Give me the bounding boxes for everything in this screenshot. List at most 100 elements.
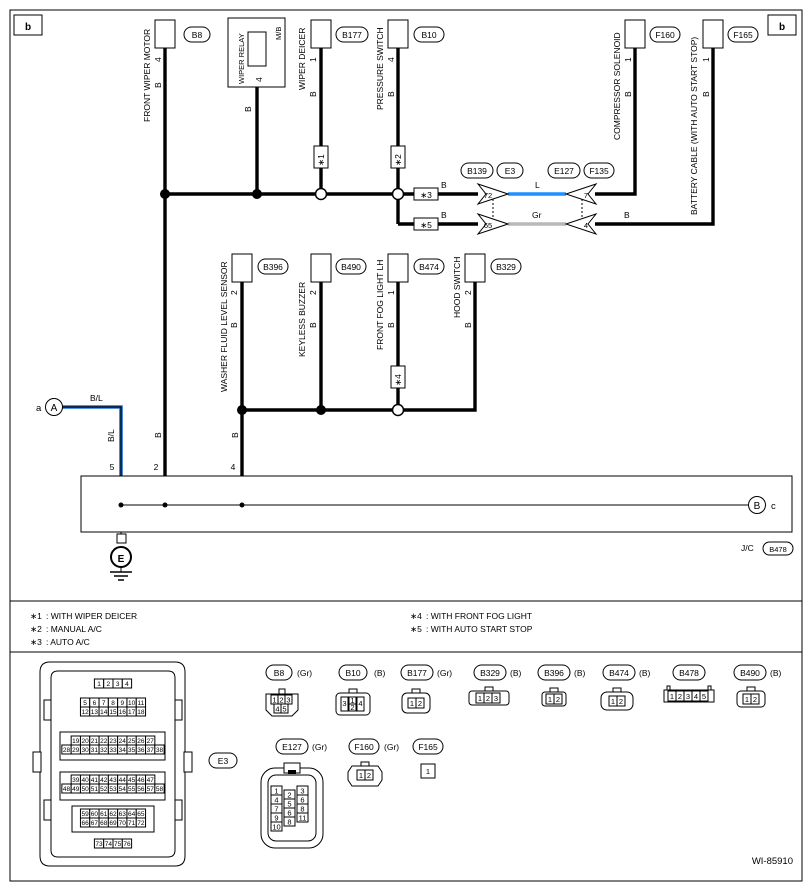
ground-symbol: E <box>110 533 132 581</box>
svg-text:5: 5 <box>702 692 706 701</box>
e3-pin-label: 58 <box>156 786 164 793</box>
svg-text:8: 8 <box>287 818 291 827</box>
e3-pin-label: 26 <box>137 738 145 745</box>
e3-pin-label: 40 <box>81 777 89 784</box>
wire-compressor-solenoid <box>595 48 637 196</box>
tag-5 <box>413 217 439 231</box>
figure-id: WI-85910 <box>752 856 793 867</box>
svg-text:(Gr): (Gr) <box>384 742 399 752</box>
e3-pin-label: 17 <box>128 709 136 716</box>
svg-text:1: 1 <box>274 787 278 796</box>
svg-text:1: 1 <box>359 771 363 780</box>
e3-pin-label: 41 <box>91 777 99 784</box>
svg-text:B139: B139 <box>467 166 487 176</box>
conn-view-B177: B177 (Gr) 1 2 <box>400 664 452 714</box>
note-mark-4: ∗4 <box>410 611 422 621</box>
svg-text:1: 1 <box>272 696 276 705</box>
wire-battery-cable <box>595 48 715 226</box>
e3-pin-label: 22 <box>100 738 108 745</box>
corner-label-right: b <box>767 14 797 36</box>
svg-text:4: 4 <box>358 699 362 708</box>
svg-text:COMPRESSOR SOLENOID: COMPRESSOR SOLENOID <box>612 32 622 140</box>
svg-text:∗1: ∗1 <box>316 154 326 166</box>
svg-text:3: 3 <box>686 692 690 701</box>
svg-text:F165: F165 <box>733 30 753 40</box>
svg-text:2: 2 <box>287 791 291 800</box>
tag-3 <box>413 187 439 201</box>
e3-pin-label: 42 <box>100 777 108 784</box>
svg-text:(Gr): (Gr) <box>297 668 312 678</box>
joint-connector: 5 2 4 B c J/C B478 <box>80 462 794 556</box>
svg-text:11: 11 <box>299 814 307 823</box>
e3-pin-label: 4 <box>125 681 129 688</box>
svg-text:B: B <box>441 180 447 190</box>
svg-text:F165: F165 <box>418 742 438 752</box>
svg-text:E127: E127 <box>282 742 302 752</box>
svg-text:3: 3 <box>494 694 498 703</box>
svg-text:WIPER DEICER: WIPER DEICER <box>297 28 307 90</box>
svg-text:∗2: ∗2 <box>393 154 403 166</box>
conn-view-F160: F160 (Gr) 1 2 <box>347 738 399 787</box>
e3-pin-label: 47 <box>147 777 155 784</box>
svg-text:5: 5 <box>282 705 286 714</box>
wire-BL-inner <box>62 406 122 504</box>
e3-pin-label: 59 <box>81 811 89 818</box>
svg-text:∗4: ∗4 <box>393 374 403 386</box>
svg-text:B: B <box>153 82 163 88</box>
svg-text:B329: B329 <box>496 262 516 272</box>
component-hood-switch: B329 HOOD SWITCH 2 B <box>452 253 522 328</box>
svg-text:2: 2 <box>619 697 623 706</box>
e3-label-tag <box>208 752 238 769</box>
svg-text:B: B <box>623 91 633 97</box>
e3-pin-cell <box>154 783 165 794</box>
svg-text:B8: B8 <box>192 30 203 40</box>
tag-B139 <box>460 162 494 179</box>
component-battery-cable: F165 BATTERY CABLE (WITH AUTO START STOP… <box>689 19 759 215</box>
svg-text:B10: B10 <box>345 668 360 678</box>
note-text-5: : WITH AUTO START STOP <box>426 624 533 634</box>
e3-pin-label: 52 <box>100 786 108 793</box>
component-front-fog-light-lh: B474 FRONT FOG LIGHT LH 1 B <box>375 253 445 350</box>
e3-pin-label: 67 <box>91 820 99 827</box>
e3-pin-label: 68 <box>100 820 108 827</box>
svg-text:M/B: M/B <box>274 27 283 40</box>
svg-text:E127: E127 <box>554 166 574 176</box>
e3-pin-label: 69 <box>109 820 117 827</box>
svg-text:B474: B474 <box>609 668 629 678</box>
svg-text:F160: F160 <box>354 742 374 752</box>
note-text-1: : WITH WIPER DEICER <box>46 611 137 621</box>
jc-output-circle <box>748 496 766 514</box>
component-wiper-deicer: B177 WIPER DEICER 1 B <box>297 19 369 97</box>
svg-text:4: 4 <box>584 221 588 230</box>
e3-pin-label: 71 <box>128 820 136 827</box>
e3-pin-cell <box>135 706 147 717</box>
e3-pin-label: 39 <box>72 777 80 784</box>
e3-pin-label: 32 <box>100 747 108 754</box>
e3-pin-label: 70 <box>119 820 127 827</box>
e3-pin-label: 35 <box>128 747 136 754</box>
e3-pin-label: 36 <box>137 747 145 754</box>
e3-pin-label: 34 <box>119 747 127 754</box>
conn-view-B329: B329 (B) 1 2 3 <box>468 664 522 706</box>
svg-text:2: 2 <box>678 692 682 701</box>
e3-pin-label: 60 <box>91 811 99 818</box>
svg-text:3: 3 <box>300 787 304 796</box>
svg-text:1: 1 <box>611 697 615 706</box>
e3-pin-label: 62 <box>109 811 117 818</box>
svg-text:1: 1 <box>386 290 396 295</box>
option-tags: ∗1 ∗2 ∗3 ∗5 ∗4 <box>313 145 439 389</box>
component-compressor-solenoid: F160 COMPRESSOR SOLENOID 1 B <box>612 19 681 140</box>
input-letter: A <box>51 403 58 414</box>
e3-pin-label: 57 <box>147 786 155 793</box>
conn-view-B396: B396 (B) 1 2 <box>537 664 586 707</box>
svg-text:B396: B396 <box>544 668 564 678</box>
svg-text:WIPER RELAY: WIPER RELAY <box>237 33 246 84</box>
note-mark-3: ∗3 <box>30 637 42 647</box>
svg-text:B: B <box>229 322 239 328</box>
svg-text:65: 65 <box>484 221 492 230</box>
e3-pin-label: 16 <box>119 709 127 716</box>
svg-text:2: 2 <box>556 695 560 704</box>
svg-text:6: 6 <box>287 809 291 818</box>
svg-text:(Gr): (Gr) <box>312 742 327 752</box>
